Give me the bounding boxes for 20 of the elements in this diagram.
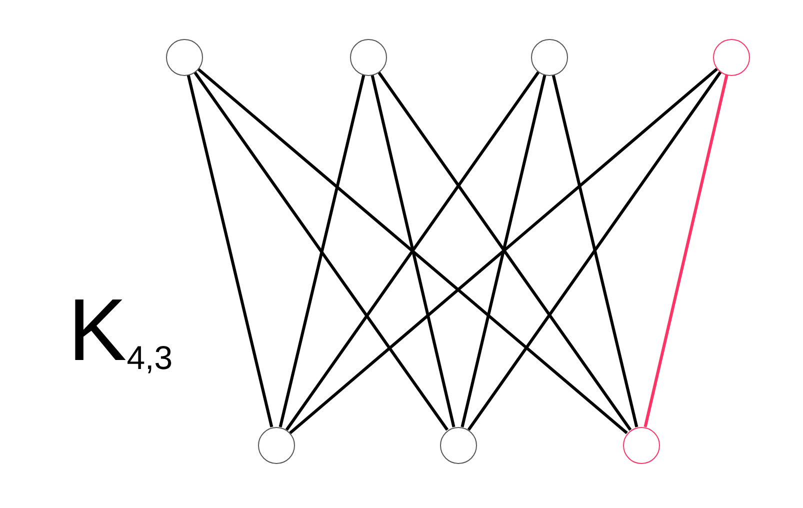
edge-line [197,68,628,434]
edge-line [193,71,449,431]
edge-line [285,71,540,431]
vertex-circle [712,38,750,76]
vertex-circle [166,38,202,76]
edge-line [289,68,718,434]
vertex-circle [350,38,386,76]
vertex-circle [622,426,660,464]
graph-name-label: K$_{4,3}$ [68,286,173,374]
vertex-circle [530,38,568,76]
edge-line [370,74,456,428]
vertex-circle [440,426,476,464]
edge-line [278,74,366,428]
edge-line [552,74,638,428]
edge-line [644,74,728,428]
edge-line [467,71,722,431]
edge-line [377,71,632,431]
edge-line [186,74,274,428]
edge-line [460,74,546,428]
vertex-circle [258,426,294,464]
